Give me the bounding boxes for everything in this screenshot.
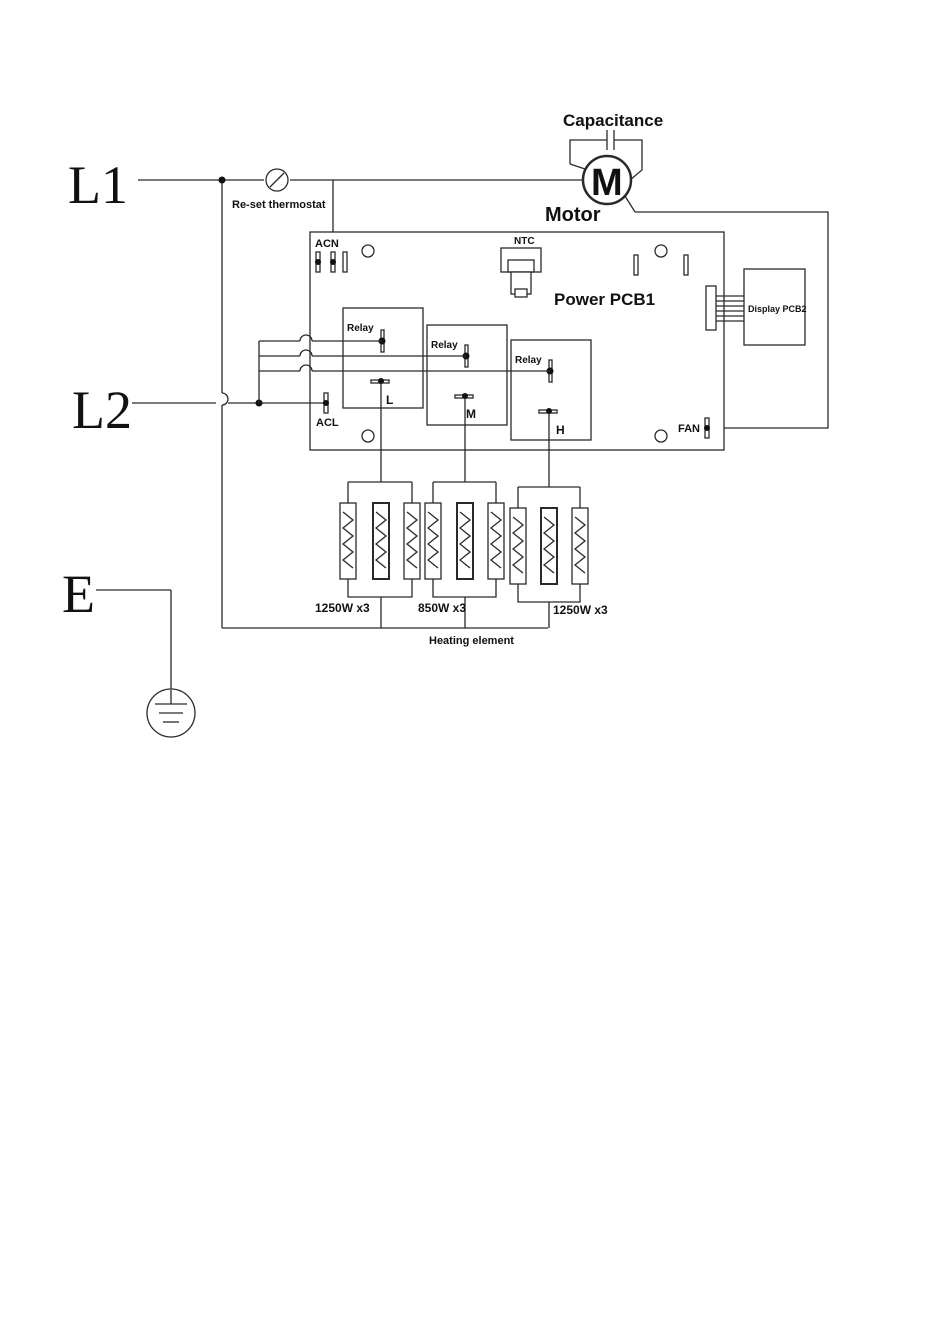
mount-hole: [362, 430, 374, 442]
fan-connector: [704, 418, 710, 438]
terminal-e-label: E: [62, 564, 95, 624]
reset-thermostat-icon: [266, 169, 288, 191]
earth-wire: [96, 590, 171, 690]
relay-2-output-label: M: [466, 407, 476, 421]
mount-hole: [655, 245, 667, 257]
thermostat-label: Re-set thermostat: [232, 199, 326, 211]
display-pcb-label: Display PCB2: [748, 304, 807, 314]
bank-2-rating: 850W x3: [418, 601, 466, 615]
power-pcb-label: Power PCB1: [554, 290, 655, 309]
capacitance-label: Capacitance: [563, 111, 663, 130]
acl-connector: [323, 393, 329, 413]
bank-1-rating: 1250W x3: [315, 601, 370, 615]
relay-1-output-label: L: [386, 393, 393, 407]
mount-hole: [362, 245, 374, 257]
motor-label: Motor: [545, 204, 601, 226]
heating-element-label: Heating element: [429, 635, 514, 647]
motor-symbol: M: [591, 162, 623, 204]
acn-label: ACN: [315, 238, 339, 250]
ribbon-connector: [706, 286, 744, 330]
relay-3-label: Relay: [515, 355, 542, 366]
ground-icon: [147, 689, 195, 737]
terminal-l2-label: L2: [72, 380, 132, 440]
bank-3-rating: 1250W x3: [553, 603, 608, 617]
relay-1-label: Relay: [347, 323, 374, 334]
acl-label: ACL: [316, 417, 339, 429]
relay-2-label: Relay: [431, 340, 458, 351]
fan-label: FAN: [678, 423, 700, 435]
motor-icon: M: [583, 156, 631, 204]
ntc-label: NTC: [514, 236, 535, 247]
relay-3-output-label: H: [556, 423, 565, 437]
terminal-l1-label: L1: [68, 155, 128, 215]
mount-hole: [655, 430, 667, 442]
